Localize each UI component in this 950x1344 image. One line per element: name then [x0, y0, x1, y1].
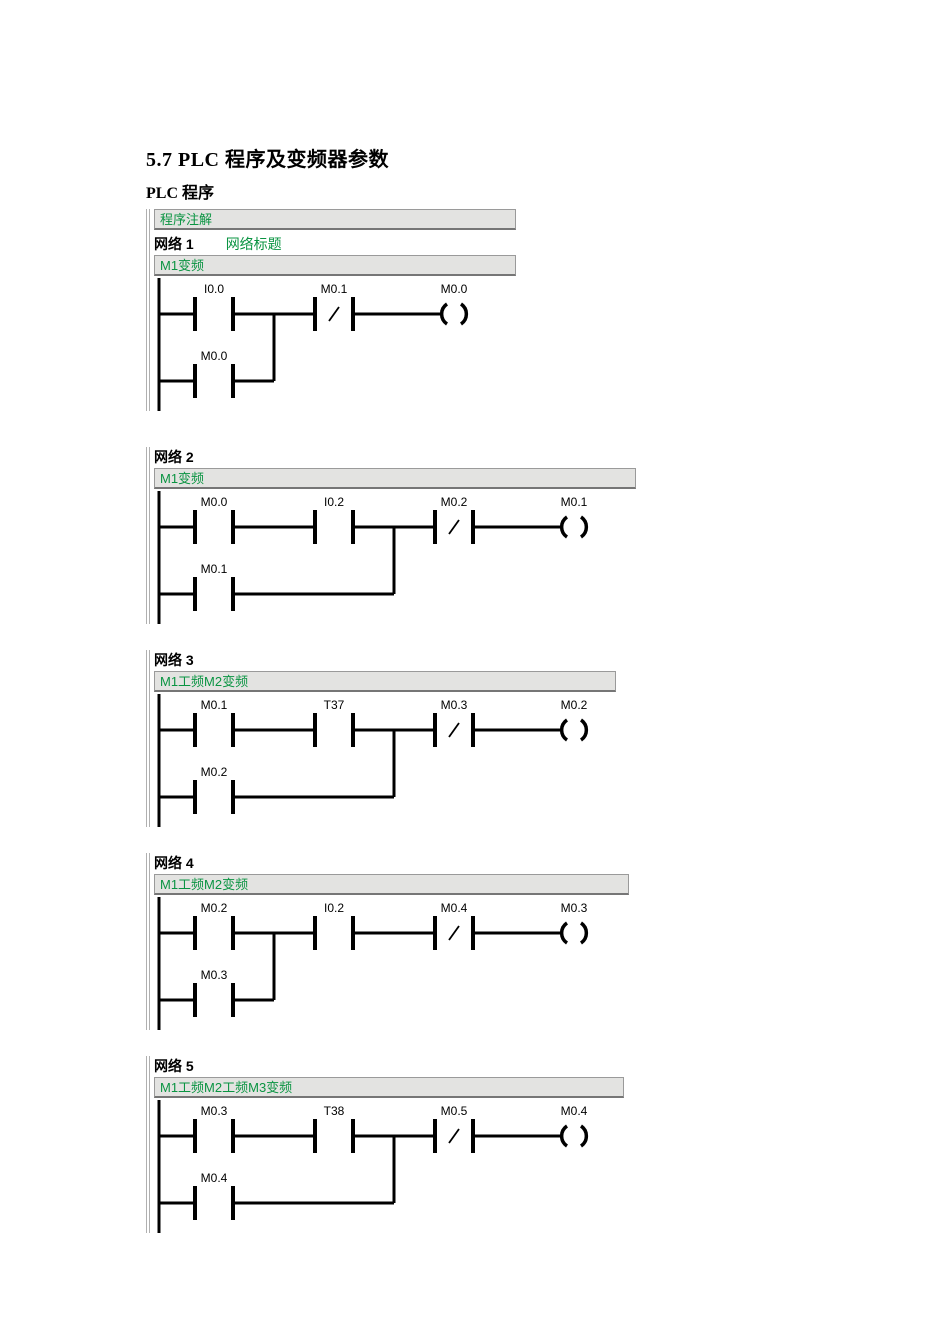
element-label: M0.2: [201, 765, 228, 779]
nc-slash: [448, 925, 460, 941]
network-header: 网络 1 网络标题: [154, 234, 950, 252]
network-comment-bar-text: M1工频M2变频: [160, 674, 249, 689]
network-header: 网络 4: [154, 853, 950, 871]
page-margin-stripe: [146, 650, 150, 827]
coil-left-arc: [559, 921, 569, 945]
coil-left-arc: [439, 302, 449, 326]
coil-left-arc: [559, 515, 569, 539]
network-name: 网络 3: [154, 652, 194, 668]
element-label: M0.1: [561, 495, 588, 509]
element-label: M0.5: [441, 1104, 468, 1118]
element-label: M0.3: [201, 968, 228, 982]
page-subtitle: PLC 程序: [146, 185, 215, 202]
coil-right-arc: [579, 1124, 589, 1148]
page-margin-stripe: [146, 1056, 150, 1233]
network-header: 网络 3: [154, 650, 950, 668]
network-name: 网络 4: [154, 855, 194, 871]
network-title: 网络标题: [225, 236, 282, 252]
element-label: T38: [324, 1104, 345, 1118]
program-comment-bar-text: 程序注解: [160, 212, 213, 227]
network-comment-bar-text: M1工频M2工频M3变频: [160, 1080, 293, 1095]
network-header: 网络 5: [154, 1056, 950, 1074]
element-label: M0.0: [441, 282, 468, 296]
element-label: M0.0: [201, 349, 228, 363]
element-label: I0.0: [204, 282, 224, 296]
element-label: M0.4: [201, 1171, 228, 1185]
nc-slash: [448, 519, 460, 535]
element-label: M0.1: [321, 282, 348, 296]
element-label: I0.2: [324, 901, 344, 915]
network-comment-bar-text: M1变频: [160, 471, 205, 486]
network-comment-bar: M1变频: [154, 255, 516, 276]
coil-right-arc: [459, 302, 469, 326]
page-margin-stripe: [146, 853, 150, 1030]
element-label: M0.3: [561, 901, 588, 915]
element-label: I0.2: [324, 495, 344, 509]
coil-right-arc: [579, 515, 589, 539]
nc-slash: [448, 722, 460, 738]
page-margin-stripe: [146, 447, 150, 624]
coil-left-arc: [559, 718, 569, 742]
nc-slash: [328, 306, 340, 322]
network-comment-bar-text: M1变频: [160, 258, 205, 273]
element-label: M0.3: [201, 1104, 228, 1118]
coil-left-arc: [559, 1124, 569, 1148]
element-label: M0.2: [201, 901, 228, 915]
element-label: M0.2: [561, 698, 588, 712]
network-comment-bar: M1工频M2工频M3变频: [154, 1077, 624, 1098]
network-comment-bar: M1工频M2变频: [154, 671, 616, 692]
network-name: 网络 1: [154, 236, 194, 252]
page-title: 5.7 PLC 程序及变频器参数: [146, 149, 389, 171]
element-label: M0.0: [201, 495, 228, 509]
element-label: M0.1: [201, 698, 228, 712]
element-label: M0.3: [441, 698, 468, 712]
network-comment-bar-text: M1工频M2变频: [160, 877, 249, 892]
element-label: M0.2: [441, 495, 468, 509]
network-name: 网络 5: [154, 1058, 194, 1074]
page-margin-stripe: [146, 209, 150, 411]
network-name: 网络 2: [154, 449, 194, 465]
element-label: M0.4: [441, 901, 468, 915]
element-label: M0.1: [201, 562, 228, 576]
network-header: 网络 2: [154, 447, 950, 465]
coil-right-arc: [579, 718, 589, 742]
program-comment-bar: 程序注解: [154, 209, 516, 230]
network-comment-bar: M1工频M2变频: [154, 874, 629, 895]
element-label: M0.4: [561, 1104, 588, 1118]
nc-slash: [448, 1128, 460, 1144]
network-comment-bar: M1变频: [154, 468, 636, 489]
coil-right-arc: [579, 921, 589, 945]
element-label: T37: [324, 698, 345, 712]
